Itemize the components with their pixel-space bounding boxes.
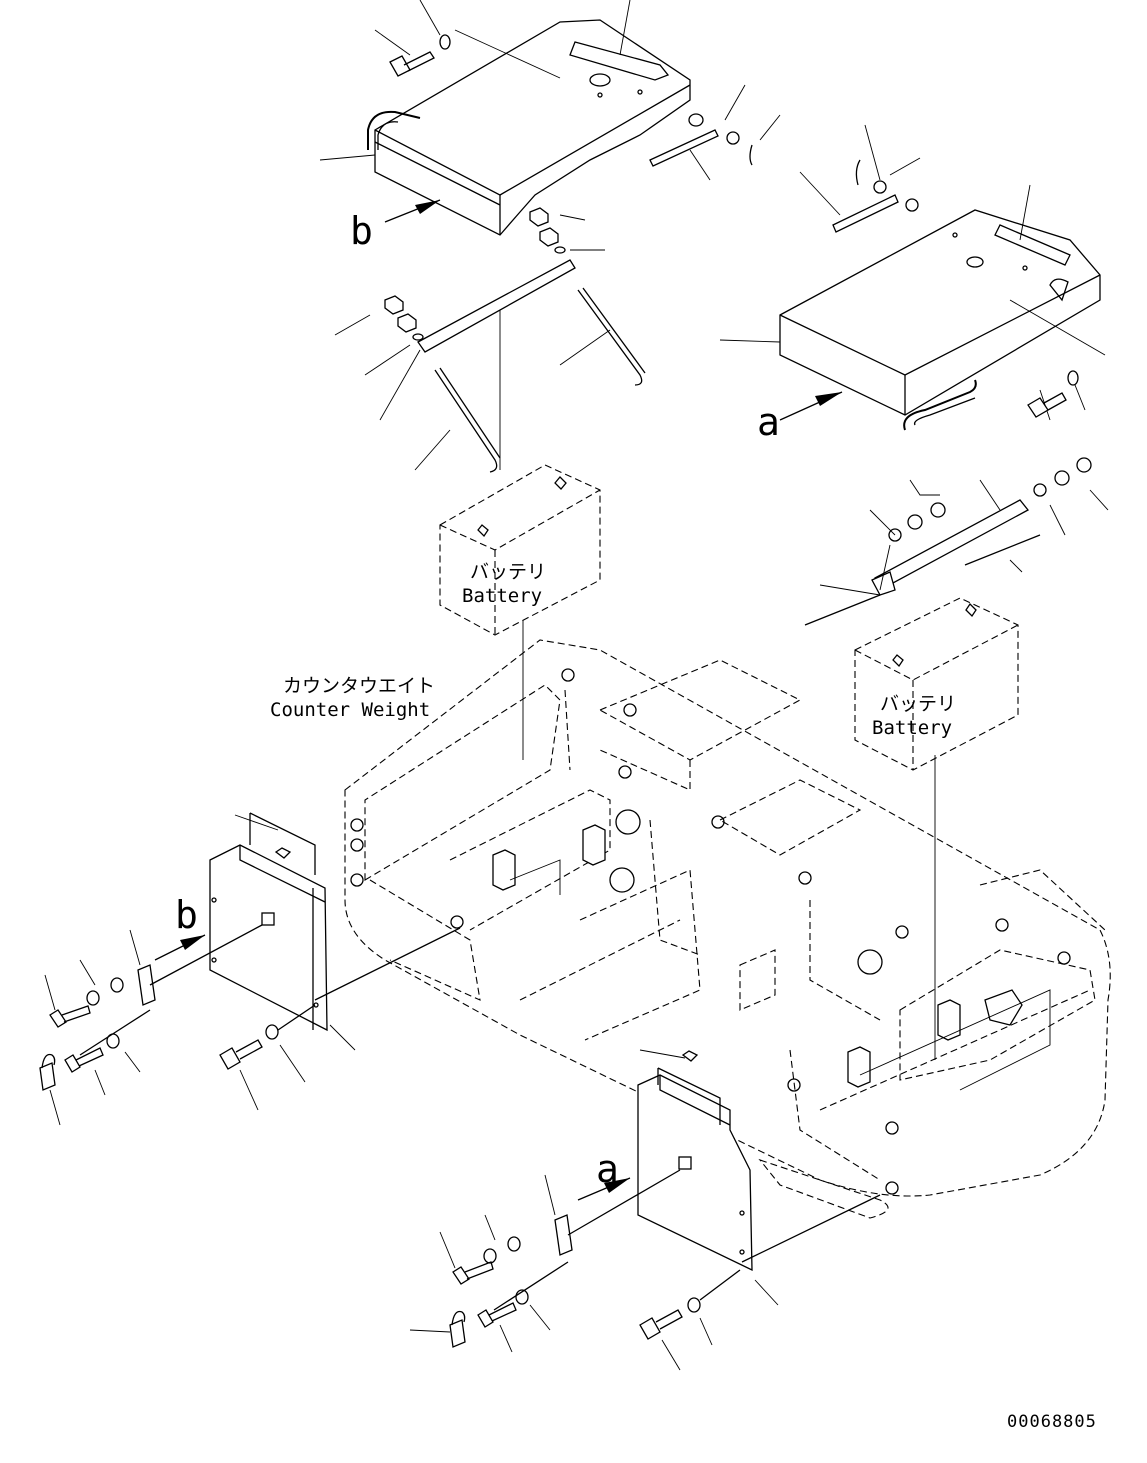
callout-b-left: b xyxy=(175,893,198,937)
counterweight-label-en: Counter Weight xyxy=(270,699,430,721)
battery-hold-bar-left xyxy=(417,259,646,473)
battery-right-jp: バッテリ xyxy=(880,693,956,715)
counterweight: カウンタウエイト Counter Weight xyxy=(270,639,1111,1219)
lock-hardware-left xyxy=(39,924,316,1126)
lock-hardware-bottom xyxy=(409,1169,741,1371)
callout-a-bottom: a xyxy=(596,1147,619,1191)
counterweight-label-jp: カウンタウエイト xyxy=(283,675,435,697)
battery-left: バッテリ Battery xyxy=(439,464,601,760)
battery-cover-right xyxy=(779,209,1101,431)
battery-left-en: Battery xyxy=(462,585,542,607)
callout-b-top: b xyxy=(350,209,373,253)
callout-a-top: a xyxy=(757,400,780,444)
arrow-b-top: b xyxy=(350,199,441,253)
arrow-b-left: b xyxy=(154,893,206,961)
leader-lines-top-right xyxy=(719,124,1106,421)
hinge-parts-top-right xyxy=(832,159,1079,418)
drawing-number: 00068805 xyxy=(1007,1412,1097,1432)
nuts-top xyxy=(384,207,566,341)
battery-right: バッテリ Battery xyxy=(854,597,1019,1060)
side-cover-bottom xyxy=(637,1049,881,1306)
leader-lines-top-left xyxy=(319,0,781,471)
hinge-link-top xyxy=(649,113,753,167)
arrow-a-bottom: a xyxy=(577,1147,631,1201)
battery-left-jp: バッテリ xyxy=(470,561,546,583)
battery-hold-bar-right xyxy=(804,457,1109,626)
battery-right-en: Battery xyxy=(872,717,952,739)
battery-cover-left xyxy=(367,19,691,236)
bolt-top-left xyxy=(389,34,451,77)
side-cover-left xyxy=(209,812,461,1051)
arrow-a-top: a xyxy=(757,391,843,444)
